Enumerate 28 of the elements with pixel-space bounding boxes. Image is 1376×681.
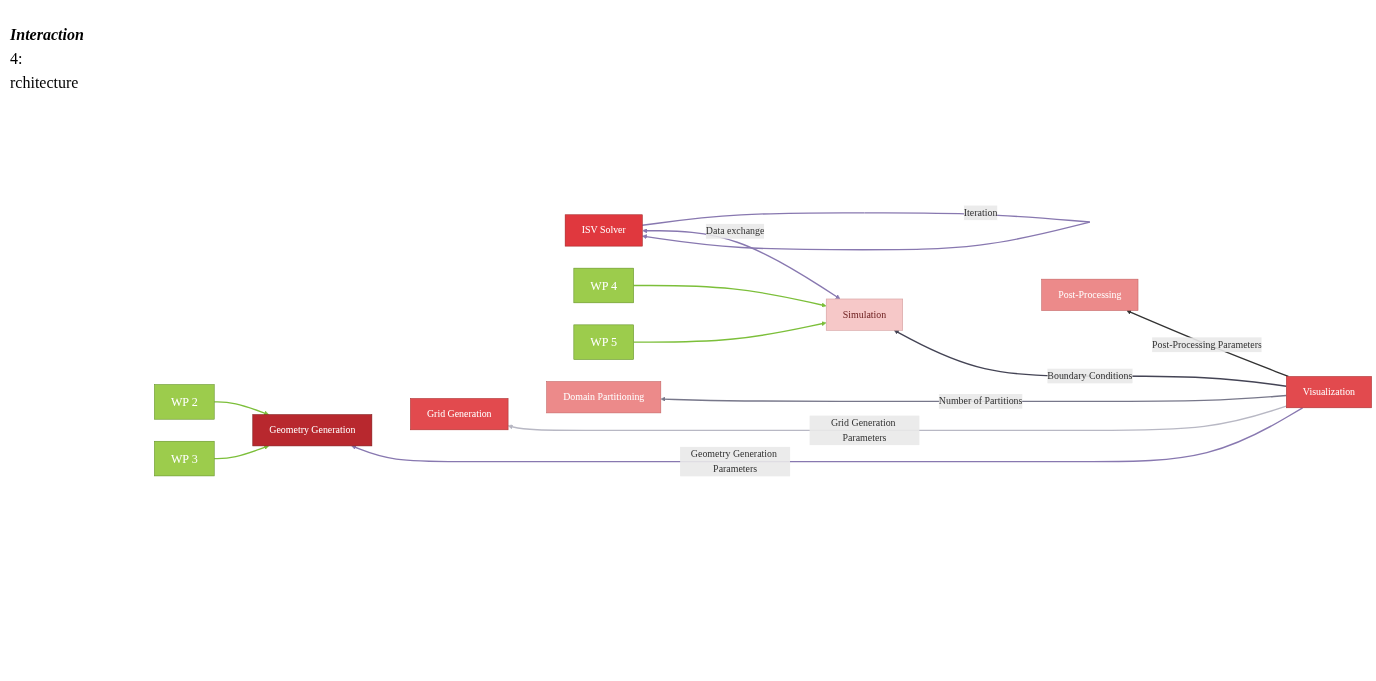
node-box: WP 2 xyxy=(154,383,215,420)
node-box: Grid Generation xyxy=(410,397,509,430)
node-box: WP 5 xyxy=(573,324,634,360)
edge-label: Grid Generation Parameters xyxy=(830,416,896,443)
arrow xyxy=(642,227,841,299)
node-box: WP 3 xyxy=(154,440,215,476)
edge-label: Geometry Generation Parameters xyxy=(690,447,777,474)
edge-label: Data exchange xyxy=(705,225,765,237)
arrow xyxy=(893,329,1287,387)
arrow xyxy=(1126,309,1290,377)
arrow xyxy=(213,444,269,459)
arrow xyxy=(632,320,827,343)
arrow xyxy=(213,400,269,415)
edge-label: Number of Partitions xyxy=(938,395,1023,407)
caption-fragment: rchitecture xyxy=(10,74,80,92)
edge-label: Post-Processing Parameters xyxy=(1152,338,1262,350)
node-box: ISV Solver xyxy=(564,214,643,246)
edge-label: Iteration xyxy=(963,206,998,218)
arrow xyxy=(632,284,827,307)
node-box: Visualization xyxy=(1286,375,1372,408)
node-box: Post-Processing xyxy=(1041,278,1139,311)
node-box: Simulation xyxy=(825,298,903,331)
node-box: WP 4 xyxy=(573,267,634,303)
caption-fragment: 4: xyxy=(10,50,24,68)
note-text: Interaction xyxy=(10,26,85,44)
node-box: Geometry Generation xyxy=(252,413,373,446)
node-box: Domain Partitioning xyxy=(546,380,662,413)
edge-label: Boundary Conditions xyxy=(1047,369,1133,381)
